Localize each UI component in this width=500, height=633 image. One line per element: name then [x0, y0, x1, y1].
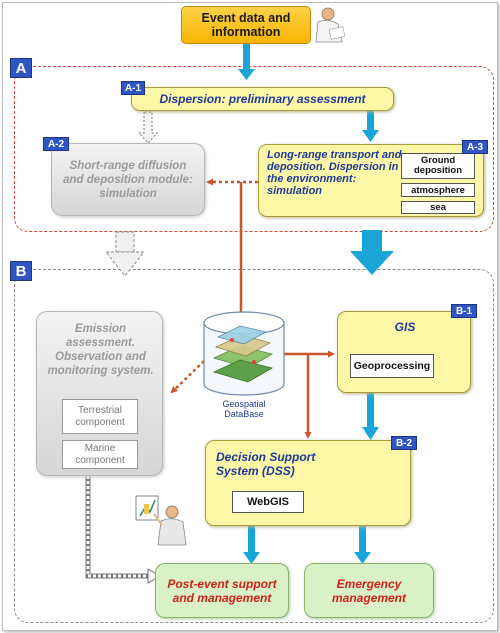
emergency-text: Emergency management	[331, 576, 407, 605]
tag-a3: A-3	[462, 140, 488, 154]
emission-text: Emission assessment. Observation and mon…	[47, 323, 154, 377]
atmosphere-item: atmosphere	[401, 183, 475, 197]
dispersion-box: Dispersion: preliminary assessment	[131, 87, 394, 111]
tag-b1: B-1	[451, 304, 477, 318]
tag-a2: A-2	[43, 137, 69, 151]
short-range-text: Short-range diffusion and deposition mod…	[63, 159, 193, 200]
emission-assessment-box: Emission assessment. Observation and mon…	[36, 311, 163, 476]
section-b-label: B	[10, 261, 32, 281]
dispersion-title: Dispersion: preliminary assessment	[159, 92, 366, 106]
tag-a1: A-1	[121, 81, 145, 95]
gis-title: GIS	[394, 320, 416, 334]
geoprocessing-item: Geoprocessing	[350, 354, 434, 378]
event-data-label: Event data and information	[201, 11, 291, 39]
post-event-box: Post-event support and management	[155, 563, 289, 618]
section-a-container	[14, 66, 494, 232]
dss-title: Decision Support System (DSS)	[216, 450, 316, 478]
section-b-container	[14, 269, 494, 623]
long-range-box: Long-range transport and deposition. Dis…	[258, 144, 484, 217]
dss-box: Decision Support System (DSS) WebGIS	[205, 440, 411, 526]
gis-box: GIS Geoprocessing	[337, 311, 471, 393]
post-event-text: Post-event support and management	[167, 576, 277, 605]
geospatial-database-label: Geospatial DataBase	[222, 399, 266, 419]
long-range-text: Long-range transport and deposition. Dis…	[267, 149, 402, 197]
terrestrial-component-item: Terrestrial component	[62, 399, 138, 434]
marine-component-item: Marine component	[62, 440, 138, 469]
section-a-label: A	[10, 58, 32, 78]
ground-deposition-item: Ground deposition	[401, 153, 475, 179]
webgis-item: WebGIS	[232, 491, 304, 513]
short-range-box: Short-range diffusion and deposition mod…	[51, 143, 205, 216]
event-data-box: Event data and information	[181, 6, 311, 44]
emergency-box: Emergency management	[304, 563, 434, 618]
sea-item: sea	[401, 201, 475, 214]
tag-b2: B-2	[391, 436, 417, 450]
